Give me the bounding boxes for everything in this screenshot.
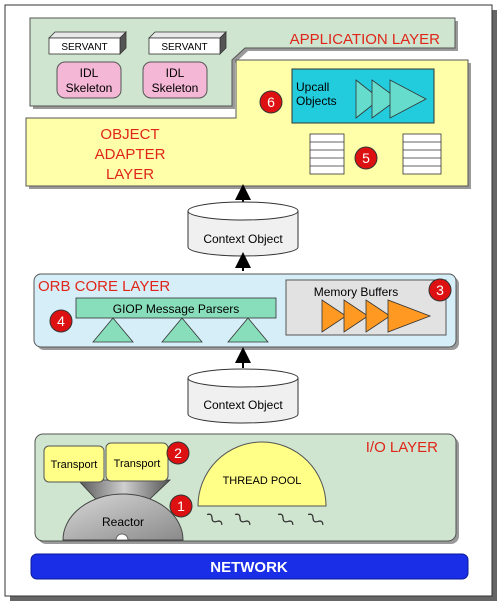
transport-label: Transport [51,459,98,471]
reactor-notch [115,533,129,541]
thread-pool-dome [197,441,327,507]
marker-2: 2 [166,441,190,465]
thread-pool-label: THREAD POOL [223,475,302,487]
marker-1: 1 [169,494,193,518]
thread-squiggle [277,513,294,525]
application-layer-panel [29,17,456,107]
idl-skeleton-1: IDL Skeleton [56,61,122,99]
thread-squiggle [234,513,251,525]
memory-buffer-triangle [365,299,391,333]
upcall-line1: Upcall [296,80,329,94]
io-layer-title: I/O LAYER [366,439,438,456]
context-object-label: Context Object [203,232,283,246]
marker-4: 4 [49,309,73,333]
network-bar [30,553,469,580]
memory-buffer-triangle [387,299,432,333]
svg-text:5: 5 [362,150,370,166]
memory-label: Memory Buffers [314,285,398,299]
giop-parsers-bar [75,297,277,319]
svg-text:2: 2 [174,445,182,461]
memory-buffer-triangle [343,299,369,333]
adapter-title-line2: ADAPTER [95,146,166,163]
giop-parser-triangle [227,317,269,343]
upcall-triangle [371,79,399,119]
skeleton-line1: IDL [80,66,99,80]
servant-box-1: SERVANT [48,31,127,55]
application-layer-title: APPLICATION LAYER [290,31,440,48]
giop-parser-triangle [92,317,134,343]
demux-table-1 [309,133,345,175]
skeleton-line2: Skeleton [152,81,199,95]
marker-6: 6 [259,90,283,114]
idl-skeleton-2: IDL Skeleton [142,61,208,99]
giop-parser-triangle [161,317,203,343]
transport-1: Transport [43,445,105,483]
adapter-title-line3: LAYER [106,166,154,183]
context-object-cylinder-1: Context Object [187,201,299,257]
thread-squiggle [307,513,324,525]
giop-label: GIOP Message Parsers [113,302,240,316]
marker-5: 5 [354,146,378,170]
svg-text:3: 3 [436,282,444,298]
svg-text:6: 6 [267,94,275,110]
orb-core-layer-title: ORB CORE LAYER [38,278,170,295]
context-object-label: Context Object [203,398,283,412]
servant-label: SERVANT [161,42,207,53]
demux-table-2 [402,133,442,175]
upcall-triangle [389,79,427,119]
transport-2: Transport [105,442,169,482]
upcall-line2: Objects [296,94,337,108]
servant-label: SERVANT [61,42,107,53]
context-object-cylinder-2: Context Object [187,368,299,424]
reactor-label: Reactor [102,515,144,529]
marker-3: 3 [428,278,452,302]
memory-buffer-triangle [321,299,347,333]
thread-squiggle [206,513,223,525]
transport-label: Transport [114,458,161,470]
svg-text:4: 4 [57,313,65,329]
skeleton-line2: Skeleton [66,81,113,95]
skeleton-line1: IDL [166,66,185,80]
adapter-title-line1: OBJECT [100,126,159,143]
svg-text:1: 1 [177,498,185,514]
network-label: NETWORK [210,559,288,576]
servant-box-2: SERVANT [148,31,227,55]
reactor-shape [62,493,184,541]
upcall-triangle [355,79,381,119]
